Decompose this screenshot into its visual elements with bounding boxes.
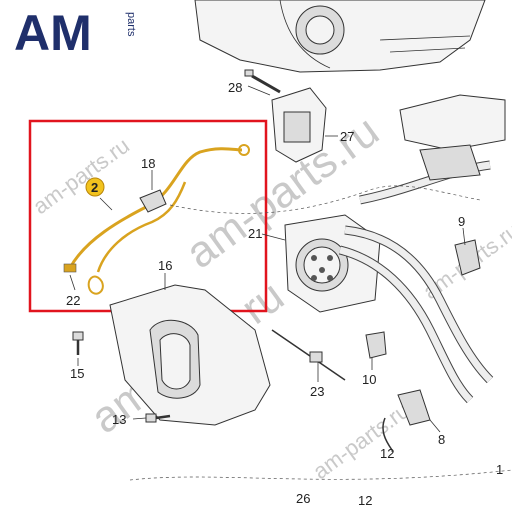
watermark-text: am-parts.ru: [308, 398, 414, 484]
vehicle-outline: [194, 0, 486, 73]
callout-label[interactable]: 23: [310, 384, 324, 399]
bolt-28: [244, 69, 281, 94]
callout-label[interactable]: 1: [496, 462, 503, 477]
callout-label[interactable]: 9: [458, 214, 465, 229]
callout-label[interactable]: 16: [158, 258, 172, 273]
charging-socket-21: [284, 214, 381, 313]
cable-12: [382, 417, 393, 451]
logo-sub: parts: [125, 12, 137, 37]
callout-label[interactable]: 2: [91, 180, 98, 195]
routing-line: [169, 185, 481, 214]
callout-label[interactable]: 8: [438, 432, 445, 447]
watermark-text: am-parts.ru: [28, 133, 134, 219]
cover-plate-16: [109, 284, 271, 426]
upper-right-assembly: [399, 94, 506, 181]
leader-lines: [69, 85, 466, 452]
logo-main: AM: [14, 5, 92, 61]
wiring-harness: [338, 160, 494, 404]
am-parts-logo: AM parts: [14, 5, 137, 61]
callout-label[interactable]: 18: [141, 156, 155, 171]
callout-label[interactable]: 27: [340, 129, 354, 144]
callout-labels: 28 27 18 2 21 9 16 22 15 23 10 13 8 12 2…: [66, 80, 503, 508]
callout-label[interactable]: 28: [228, 80, 242, 95]
callout-label[interactable]: 13: [112, 412, 126, 427]
callout-2-marker: [85, 177, 105, 197]
callout-label[interactable]: 26: [296, 491, 310, 506]
screw-15: [72, 331, 84, 355]
callout-label[interactable]: 21: [248, 226, 262, 241]
clip-9: [454, 239, 481, 276]
holder-10: [365, 331, 387, 359]
bracket-27: [271, 87, 327, 163]
callout-label[interactable]: 12: [358, 493, 372, 508]
callout-label[interactable]: 22: [66, 293, 80, 308]
routing-line: [129, 469, 512, 481]
cable-tie-23: [271, 329, 346, 381]
callout-label[interactable]: 10: [362, 372, 376, 387]
cable-assembly-2: [63, 144, 250, 295]
callout-label[interactable]: 15: [70, 366, 84, 381]
callout-label[interactable]: 12: [380, 446, 394, 461]
